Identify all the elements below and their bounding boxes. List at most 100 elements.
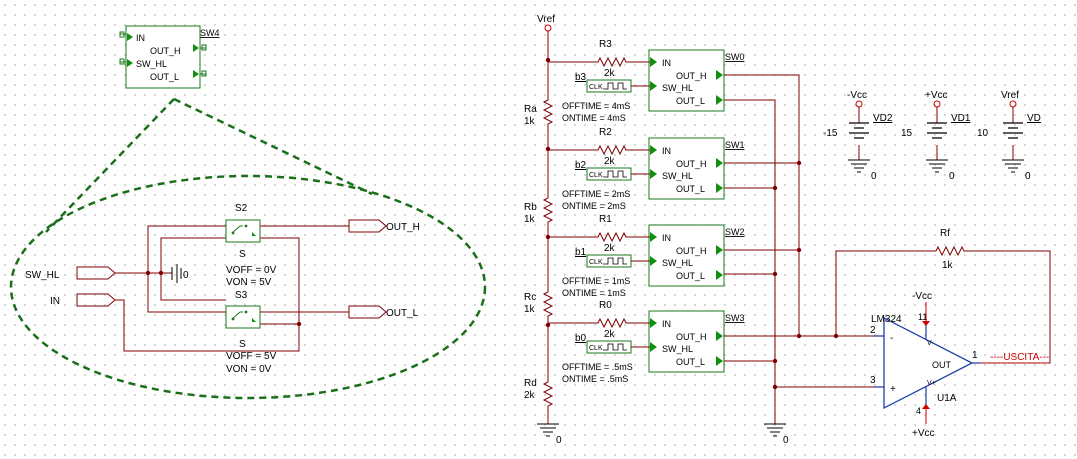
svg-text:+: + bbox=[890, 384, 896, 395]
svg-text:Rb: Rb bbox=[524, 202, 537, 213]
pin-out-h-label: OUT_H bbox=[676, 159, 707, 169]
battery-icon bbox=[849, 122, 869, 139]
svg-text:Rd: Rd bbox=[524, 378, 537, 389]
svg-text:LM324: LM324 bbox=[871, 314, 902, 325]
dc-source-vd[interactable]: Vref 0 VD 10 bbox=[977, 90, 1041, 182]
switch-ref: SW1 bbox=[725, 140, 745, 150]
pin-sw-hl-label: SW_HL bbox=[662, 83, 693, 93]
svg-text:1k: 1k bbox=[524, 116, 536, 127]
zoom-switch-s2[interactable]: S2 S VOFF = 0V VON = 5V bbox=[225, 203, 277, 288]
opamp-neg-supply: -Vcc bbox=[912, 291, 932, 326]
svg-text:2: 2 bbox=[870, 325, 876, 336]
svg-text:VON = 5V: VON = 5V bbox=[226, 277, 272, 288]
zoom-gnd-icon: 0 bbox=[171, 264, 189, 283]
resistor-rf[interactable]: Rf 1k bbox=[935, 228, 970, 271]
pin-out-h-label: OUT_H bbox=[676, 71, 707, 81]
source-ref: VD bbox=[1027, 113, 1041, 124]
series-resistor-value: 2k bbox=[604, 156, 616, 167]
svg-text:VON = 0V: VON = 0V bbox=[226, 364, 272, 375]
source-net: +Vcc bbox=[925, 90, 948, 101]
vref-node: Vref bbox=[537, 14, 555, 100]
battery-icon bbox=[1003, 122, 1023, 139]
offtime-label: OFFTIME = 2mS bbox=[562, 189, 630, 199]
pin-in-label: IN bbox=[662, 319, 671, 329]
zoom-switch-s3[interactable]: S3 S VOFF = 5V VON = 0V bbox=[225, 290, 277, 375]
series-resistor bbox=[548, 144, 650, 156]
pin-out-h-label: OUT_H bbox=[676, 332, 707, 342]
ontime-label: ONTIME = 4mS bbox=[562, 113, 626, 123]
zoom-port-sw-hl: SW_HL bbox=[25, 266, 116, 281]
pin-out-l-label: OUT_L bbox=[676, 184, 705, 194]
pin-in-label: IN bbox=[662, 233, 671, 243]
zoom-wiring bbox=[115, 225, 349, 352]
svg-text:2k: 2k bbox=[524, 390, 536, 401]
zoom-port-out-l: OUT_L bbox=[348, 305, 419, 319]
source-net: Vref bbox=[1001, 90, 1019, 101]
series-resistor-ref: R3 bbox=[599, 39, 612, 50]
switch-ref: SW0 bbox=[725, 52, 745, 62]
series-resistor bbox=[548, 56, 650, 68]
svg-text:1k: 1k bbox=[524, 304, 536, 315]
series-resistor-ref: R2 bbox=[599, 127, 612, 138]
pin-out-l-label: OUT_L bbox=[676, 357, 705, 367]
series-resistor bbox=[548, 317, 650, 329]
source-gnd-label: 0 bbox=[1025, 171, 1031, 182]
opamp-u1a[interactable]: - + OUT V- V+ LM324 U1A 2 3 1 11 4 bbox=[870, 312, 980, 416]
sw4-symbol[interactable]: SW4 IN OUT_H SW_HL OUT_L bbox=[119, 25, 220, 89]
ontime-label: ONTIME = 2mS bbox=[562, 201, 626, 211]
ladder-wiring bbox=[545, 57, 551, 424]
sw4-pin-in: IN bbox=[136, 33, 145, 43]
svg-text:+Vcc: +Vcc bbox=[912, 428, 935, 439]
bus-gnd-icon: 0 bbox=[764, 423, 789, 446]
svg-text:OUT_L: OUT_L bbox=[386, 308, 419, 319]
ontime-label: ONTIME = 1mS bbox=[562, 288, 626, 298]
clock-ref: b0 bbox=[575, 333, 587, 344]
resistor-rc[interactable]: Rc 1k bbox=[524, 291, 554, 318]
clock-ref: b2 bbox=[575, 160, 587, 171]
svg-text:0: 0 bbox=[183, 270, 189, 281]
svg-text:V+: V+ bbox=[927, 380, 936, 387]
pin-in-label: IN bbox=[662, 146, 671, 156]
source-gnd-label: 0 bbox=[871, 171, 877, 182]
svg-text:0: 0 bbox=[783, 435, 789, 446]
source-value: 10 bbox=[977, 128, 989, 139]
zoom-port-in: IN bbox=[50, 293, 116, 307]
zoom-port-out-h: OUT_H bbox=[348, 219, 420, 233]
resistor-ra[interactable]: Ra 1k bbox=[524, 99, 554, 127]
resistor-rb[interactable]: Rb 1k bbox=[524, 197, 554, 225]
source-gnd-label: 0 bbox=[949, 171, 955, 182]
pin-out-l-label: OUT_L bbox=[676, 271, 705, 281]
switch-ref: SW2 bbox=[725, 227, 745, 237]
svg-text:S2: S2 bbox=[235, 203, 248, 214]
svg-text:VOFF = 0V: VOFF = 0V bbox=[226, 265, 277, 276]
switch-ref: SW3 bbox=[725, 313, 745, 323]
pin-out-h-label: OUT_H bbox=[676, 246, 707, 256]
resistor-rd[interactable]: Rd 2k bbox=[524, 378, 554, 408]
source-ref: VD1 bbox=[951, 113, 971, 124]
series-resistor-value: 2k bbox=[604, 68, 616, 79]
pin-out-l-label: OUT_L bbox=[676, 96, 705, 106]
ontime-label: ONTIME = .5mS bbox=[562, 374, 628, 384]
sw4-pin-sw-hl: SW_HL bbox=[136, 59, 167, 69]
clock-label: CLK bbox=[589, 345, 603, 352]
svg-text:SW_HL: SW_HL bbox=[25, 270, 60, 281]
svg-text:-Vcc: -Vcc bbox=[912, 291, 932, 302]
offtime-label: OFFTIME = 1mS bbox=[562, 276, 630, 286]
series-resistor-value: 2k bbox=[604, 243, 616, 254]
offtime-label: OFFTIME = 4mS bbox=[562, 101, 630, 111]
svg-text:0: 0 bbox=[556, 435, 562, 446]
svg-text:S: S bbox=[239, 249, 246, 260]
svg-text:VOFF = 5V: VOFF = 5V bbox=[226, 351, 277, 362]
svg-text:-: - bbox=[890, 333, 893, 344]
svg-text:3: 3 bbox=[870, 375, 876, 386]
svg-text:Rc: Rc bbox=[524, 292, 536, 303]
svg-text:1k: 1k bbox=[524, 214, 536, 225]
